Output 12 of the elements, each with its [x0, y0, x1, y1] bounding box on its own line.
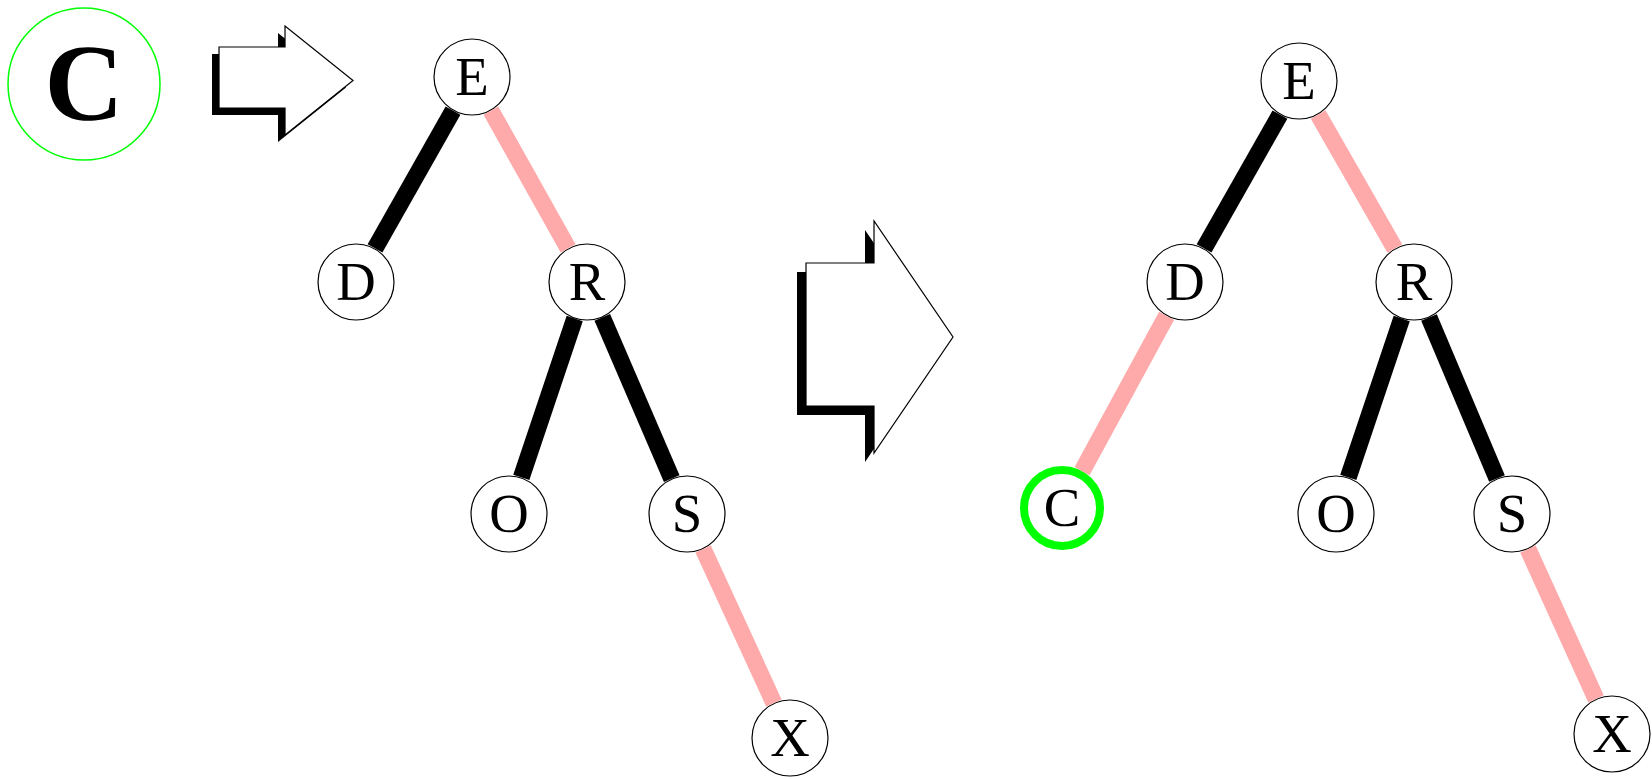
tree-edge — [1196, 110, 1288, 253]
tree-edge — [1421, 314, 1505, 482]
block-arrow — [212, 24, 354, 142]
tree-edge — [594, 314, 680, 482]
tree-edge — [695, 545, 782, 707]
tree-edge — [1074, 311, 1175, 476]
tree-edge — [513, 315, 583, 481]
tree-edge — [1310, 110, 1403, 253]
tree-edge — [1340, 315, 1410, 481]
tree-edge — [367, 106, 461, 253]
tree-edge — [1520, 545, 1604, 703]
tree-edge — [483, 106, 576, 253]
